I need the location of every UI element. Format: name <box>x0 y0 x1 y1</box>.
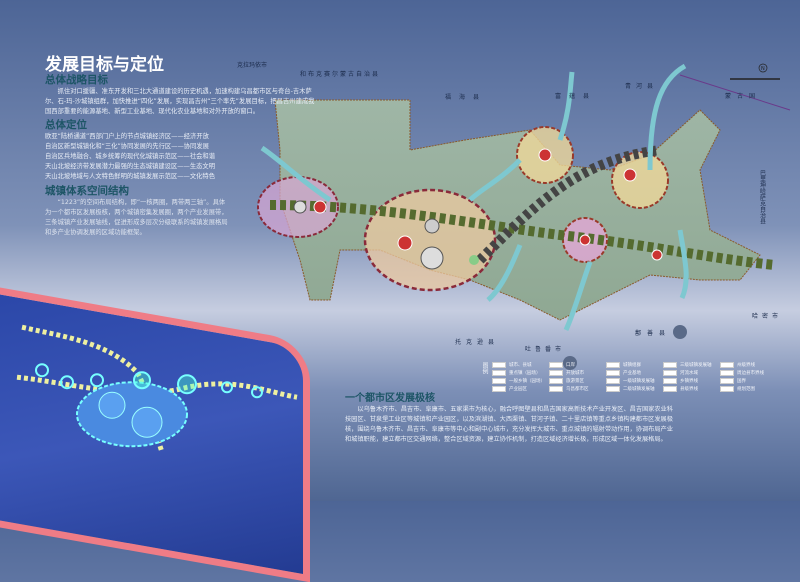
legend-swatch <box>549 378 563 384</box>
inset-diagram <box>16 324 298 454</box>
legend-label: 规划范围 <box>737 387 755 392</box>
structure-heading: 城镇体系空间结构 <box>45 185 129 197</box>
legend-swatch <box>720 386 734 392</box>
expansion-arrows <box>260 63 689 332</box>
legend-label: 乡镇界线 <box>680 379 698 384</box>
metro-inset-map <box>0 284 310 582</box>
legend-swatch <box>606 378 620 384</box>
legend-label: 重点镇（园场） <box>509 371 541 376</box>
legend-item: 三级城镇发展轴 <box>663 362 712 368</box>
legend-label: 二级城镇发展轴 <box>623 387 655 392</box>
legend-item: 开放城市 <box>549 370 584 376</box>
legend-label: 县级界线 <box>680 387 698 392</box>
legend-item: 乌昌都市区 <box>549 386 589 392</box>
legend-label: 乌昌都市区 <box>566 387 589 392</box>
legend-label: 周边县市界线 <box>737 371 764 376</box>
legend-swatch <box>663 362 677 368</box>
legend-swatch <box>663 378 677 384</box>
positioning-list: 欧亚“陆桥通道”西部门户上的节点城镇经济区——经济开放 自治区新型城镇化和“三化… <box>45 132 235 182</box>
legend-swatch <box>492 378 506 384</box>
legend-swatch <box>492 362 506 368</box>
legend-item: 乡镇界线 <box>663 378 698 384</box>
positioning-heading: 总体定位 <box>45 119 87 131</box>
axis-secondary <box>476 145 661 264</box>
positioning-line: 天山北坡经济带发展潜力最强的生态城镇建设区——生态文明 <box>45 163 216 170</box>
legend-label: 产业园区 <box>509 387 527 392</box>
legend-label: 开放城市 <box>566 371 584 376</box>
legend-item: 一般乡镇（园场） <box>492 378 545 384</box>
positioning-line: 天山北坡地域与人文特色鲜明的城镇发展示范区——文化特色 <box>45 173 216 180</box>
legend-item: 国界 <box>720 378 746 384</box>
legend-label: 口岸 <box>566 363 575 368</box>
north-label: N <box>761 66 765 72</box>
label-fuhai: 福海县 <box>445 93 487 101</box>
positioning-line: 自治区兵地融合、城乡统筹的现代化城镇示范区——社会和谐 <box>45 153 216 160</box>
legend-swatch <box>492 370 506 376</box>
legend-swatch <box>549 386 563 392</box>
structure-text: “1223”的空间布局结构，即“一核两圈，两带两三轴”。具体为一个都市区发展极核… <box>45 199 228 236</box>
strategy-text: 抓住对口援疆、准东开发和三北大通道建设的历史机遇，加速构建乌昌都市区与奇台-吉木… <box>45 88 315 115</box>
metro-text: 以乌鲁木齐市、昌吉市、阜康市、五家渠市为核心，融合呼图壁县和昌吉国家高新技术产业… <box>345 406 673 443</box>
legend-label: 一般乡镇（园场） <box>509 379 545 384</box>
legend-item: 二级城镇发展轴 <box>606 386 655 392</box>
legend-label: 国界 <box>737 379 746 384</box>
strategy-heading: 总体战略目标 <box>45 74 108 86</box>
legend-swatch <box>492 386 506 392</box>
label-hami: 哈密市 <box>752 312 782 320</box>
legend-item: 县级界线 <box>663 386 698 392</box>
legend-item: 城镇组群 <box>606 362 641 368</box>
label-shanshan: 鄯善县 <box>635 329 671 337</box>
legend-item: 州级界线 <box>720 362 755 368</box>
legend-item: 城市、县城 <box>492 362 532 368</box>
label-mongolia: 蒙古国 <box>725 92 761 100</box>
legend-swatch <box>549 370 563 376</box>
legend-item: 产业基地 <box>606 370 641 376</box>
legend-item: 河流水域 <box>663 370 698 376</box>
legend-label: 三级城镇发展轴 <box>680 363 712 368</box>
legend-swatch <box>720 362 734 368</box>
legend-swatch <box>606 386 620 392</box>
legend-label: 产业基地 <box>623 371 641 376</box>
group-circle-east <box>611 151 669 209</box>
legend-label: 旅游景区 <box>566 379 584 384</box>
legend-swatch <box>720 370 734 376</box>
label-balikun: 巴里坤哈萨克自治县 <box>759 170 766 225</box>
regional-map: 克拉玛依市 和布克赛尔蒙古自治县 福海县 富蕴县 青河县 蒙古国 巴里坤哈萨克自… <box>237 61 791 370</box>
legend-label: 城市、县城 <box>509 363 532 368</box>
north-arrow: N <box>758 63 768 73</box>
legend-title: 图例 <box>481 362 488 374</box>
legend-label: 河流水域 <box>680 371 698 376</box>
city-nodes <box>293 148 687 370</box>
positioning-line: 自治区新型城镇化和“三化”协同发展的先行区——协同发展 <box>45 143 209 150</box>
axis-primary <box>269 200 776 270</box>
label-fuyun: 富蕴县 <box>555 92 597 100</box>
legend-label: 州级界线 <box>737 363 755 368</box>
label-tuokexun: 托克逊县 <box>455 338 499 346</box>
legend-item: 产业园区 <box>492 386 527 392</box>
label-tulufan: 吐鲁番市 <box>525 345 565 353</box>
metro-heading: 一个都市区发展极核 <box>345 393 435 404</box>
legend-swatch <box>549 362 563 368</box>
legend-item: 口岸 <box>549 362 575 368</box>
positioning-line: 欧亚“陆桥通道”西部门户上的节点城镇经济区——经济开放 <box>45 133 209 140</box>
legend-swatch <box>720 378 734 384</box>
metro-core-ellipse <box>363 188 497 292</box>
legend-item: 一级城镇发展轴 <box>606 378 655 384</box>
legend-item: 重点镇（园场） <box>492 370 541 376</box>
legend-label: 一级城镇发展轴 <box>623 379 655 384</box>
page-title: 发展目标与定位 <box>45 55 164 75</box>
label-kelamayi: 克拉玛依市 <box>237 61 267 69</box>
legend-item: 周边县市界线 <box>720 370 764 376</box>
label-qinghe: 青河县 <box>625 82 658 90</box>
legend-item: 规划范围 <box>720 386 755 392</box>
legend-swatch <box>606 370 620 376</box>
legend-swatch <box>606 362 620 368</box>
national-border <box>679 74 791 111</box>
legend-swatch <box>663 370 677 376</box>
legend-swatch <box>663 386 677 392</box>
legend-label: 城镇组群 <box>623 363 641 368</box>
label-hebukesaier: 和布克赛尔蒙古自治县 <box>300 70 380 78</box>
legend-item: 旅游景区 <box>549 378 584 384</box>
